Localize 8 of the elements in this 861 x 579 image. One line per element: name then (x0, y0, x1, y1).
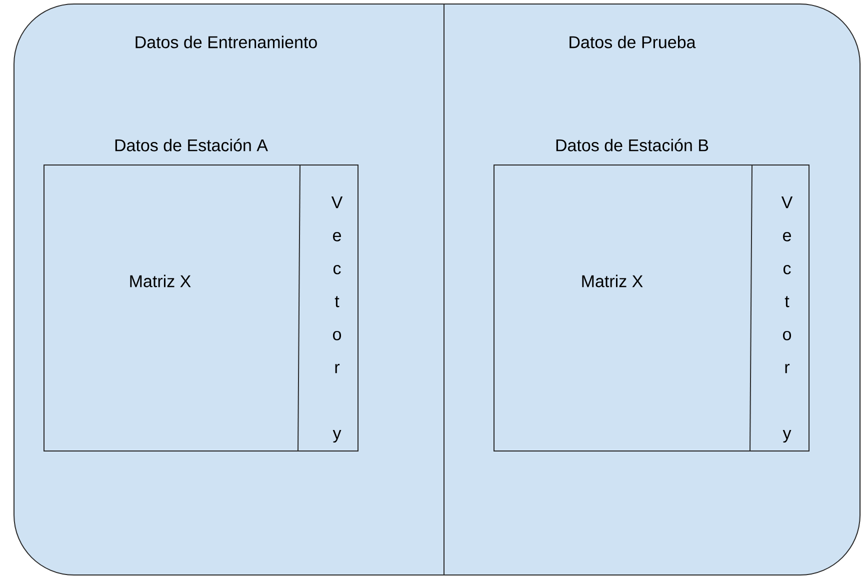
node-label: Datos de Estación A (115, 138, 268, 152)
vertical-label: Vector y (781, 196, 793, 443)
matrix-label: Matriz X (582, 274, 643, 288)
matrix-label: Matriz X (130, 274, 191, 288)
vertical-label: Vector y (331, 196, 343, 443)
node-label: Datos de Estación B (556, 138, 708, 152)
node-label: Datos de Entrenamiento (136, 36, 317, 48)
node-label: Datos de Prueba (570, 36, 696, 48)
